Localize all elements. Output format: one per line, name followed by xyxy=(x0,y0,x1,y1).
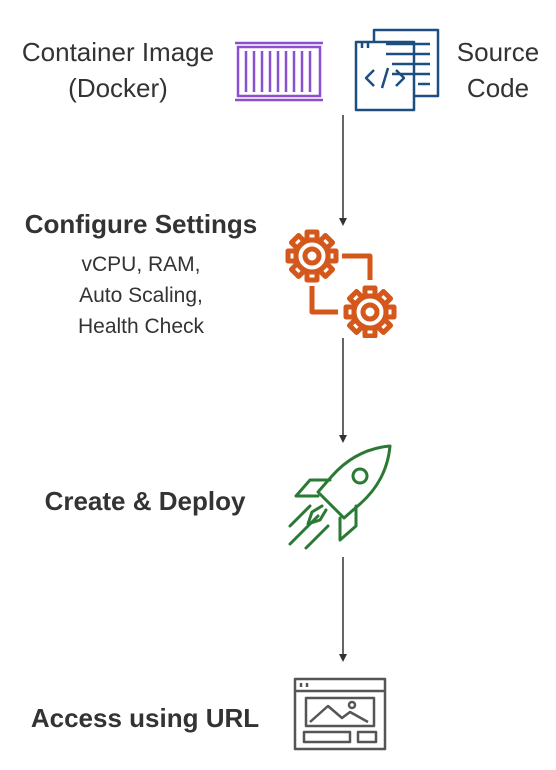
rocket-icon xyxy=(288,444,392,550)
step-access-title: Access using URL xyxy=(30,703,260,733)
source-code-icon xyxy=(354,28,440,112)
gears-icon xyxy=(285,229,397,338)
step-configure-details: vCPU, RAM, Auto Scaling, Health Check xyxy=(30,249,252,342)
step-configure-title: Configure Settings xyxy=(24,209,258,239)
container-icon xyxy=(235,41,323,102)
source-code-label: Source Code xyxy=(456,37,540,103)
detail-line: Auto Scaling, xyxy=(79,284,203,307)
container-image-label: Container Image (Docker) xyxy=(21,37,215,103)
step-deploy-title: Create & Deploy xyxy=(44,486,246,516)
detail-line: vCPU, RAM, xyxy=(81,253,201,276)
detail-line: Health Check xyxy=(77,315,205,338)
browser-window-icon xyxy=(293,677,387,751)
